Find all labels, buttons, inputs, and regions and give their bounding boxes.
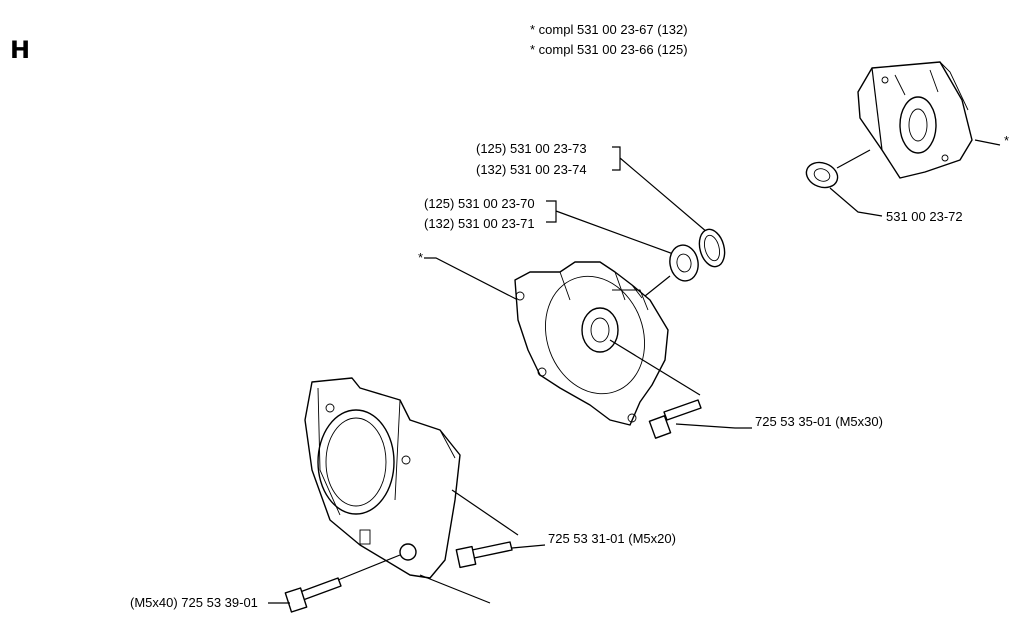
bearing-left [639,244,699,301]
leader-screw-m5x20-axis [451,489,519,536]
label-bearing-132: (132) 531 00 23-71 [424,216,535,231]
circlip-ring [698,228,726,268]
leader-star-right [974,139,1001,146]
leader-screw-m5x40-axis [337,554,401,581]
leader-screw-m5x30 [675,423,752,429]
screw-m5x30 [648,399,702,439]
crankcase-half-left [514,261,669,426]
leader-star-left [424,257,519,301]
leader-shroud [419,574,491,604]
leader-bearing-left [546,200,677,256]
leader-screw-m5x30-axis [609,339,701,396]
leader-screw-m5x20 [511,544,546,549]
header-line-1: * compl 531 00 23-67 (132) [530,22,688,37]
label-circlip-125: (125) 531 00 23-73 [476,141,587,156]
bearing-right [805,149,871,189]
label-bearing-125: (125) 531 00 23-70 [424,196,535,211]
label-bearing-right: 531 00 23-72 [886,209,963,224]
label-screw-m5x30: 725 53 35-01 (M5x30) [755,414,883,429]
label-screw-m5x40: (M5x40) 725 53 39-01 [130,595,258,610]
screw-m5x20 [455,541,513,569]
crankcase-half-right [857,61,973,179]
leader-bearing-right [829,187,883,217]
star-left: * [418,250,423,265]
header-line-2: * compl 531 00 23-66 (125) [530,42,688,57]
label-screw-m5x20: 725 53 31-01 (M5x20) [548,531,676,546]
cylinder-shroud [304,377,461,579]
screw-m5x40 [284,577,342,613]
label-circlip-132: (132) 531 00 23-74 [476,162,587,177]
leader-circlip [612,146,715,239]
section-letter: H [10,36,30,64]
star-right: * [1004,133,1009,148]
